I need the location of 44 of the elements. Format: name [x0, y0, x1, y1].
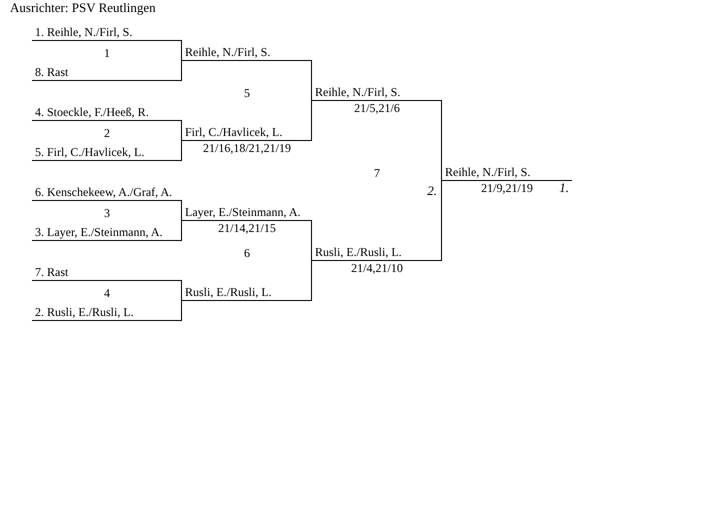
bracket-connector [311, 100, 312, 141]
match-number: 6 [244, 246, 250, 260]
match-number: 5 [244, 86, 250, 100]
team-name: 1. Reihle, N./Firl, S. [34, 24, 132, 41]
match-score: 21/16,18/21,21/19 [203, 141, 291, 155]
bracket-connector [181, 200, 182, 221]
bracket-connector [181, 120, 182, 141]
team-name: Reihle, N./Firl, S. [184, 44, 270, 61]
placement-label: 2. [427, 184, 437, 198]
team-name: Layer, E./Steinmann, A. [184, 204, 300, 221]
bracket-connector [181, 40, 182, 61]
bracket-connector [441, 180, 442, 261]
bracket-connector [311, 220, 312, 261]
match-score: 21/9,21/19 [481, 181, 533, 195]
bracket-connector [181, 300, 182, 321]
match-number: 1 [104, 46, 110, 60]
team-name: 4. Stoeckle, F./Heeß, R. [34, 104, 149, 121]
team-name: Reihle, N./Firl, S. [314, 84, 400, 101]
team-name: Rusli, E./Rusli, L. [314, 244, 402, 261]
bracket-connector [311, 60, 312, 101]
team-name: 7. Rast [34, 264, 68, 281]
team-name: Firl, C./Havlicek, L. [184, 124, 282, 141]
match-score: 21/4,21/10 [351, 261, 403, 275]
team-name: 2. Rusli, E./Rusli, L. [34, 304, 134, 321]
bracket-connector [181, 140, 182, 161]
team-name: Reihle, N./Firl, S. [444, 164, 530, 181]
match-number: 2 [104, 126, 110, 140]
placement-label: 1. [559, 181, 569, 195]
match-score: 21/14,21/15 [218, 221, 276, 235]
bracket-connector [441, 100, 442, 181]
match-number: 4 [104, 286, 110, 300]
team-name: 8. Rast [34, 64, 68, 81]
team-name: 3. Layer, E./Steinmann, A. [34, 224, 162, 241]
bracket-connector [181, 280, 182, 301]
match-number: 3 [104, 206, 110, 220]
match-number: 7 [374, 166, 380, 180]
bracket-connector [311, 260, 312, 301]
team-name: Rusli, E./Rusli, L. [184, 284, 272, 301]
team-name: 5. Firl, C./Havlicek, L. [34, 144, 144, 161]
match-score: 21/5,21/6 [354, 101, 400, 115]
bracket-connector [181, 220, 182, 241]
organizer-heading: Ausrichter: PSV Reutlingen [10, 0, 156, 16]
team-name: 6. Kenschekeew, A./Graf, A. [34, 184, 172, 201]
bracket-connector [181, 60, 182, 81]
